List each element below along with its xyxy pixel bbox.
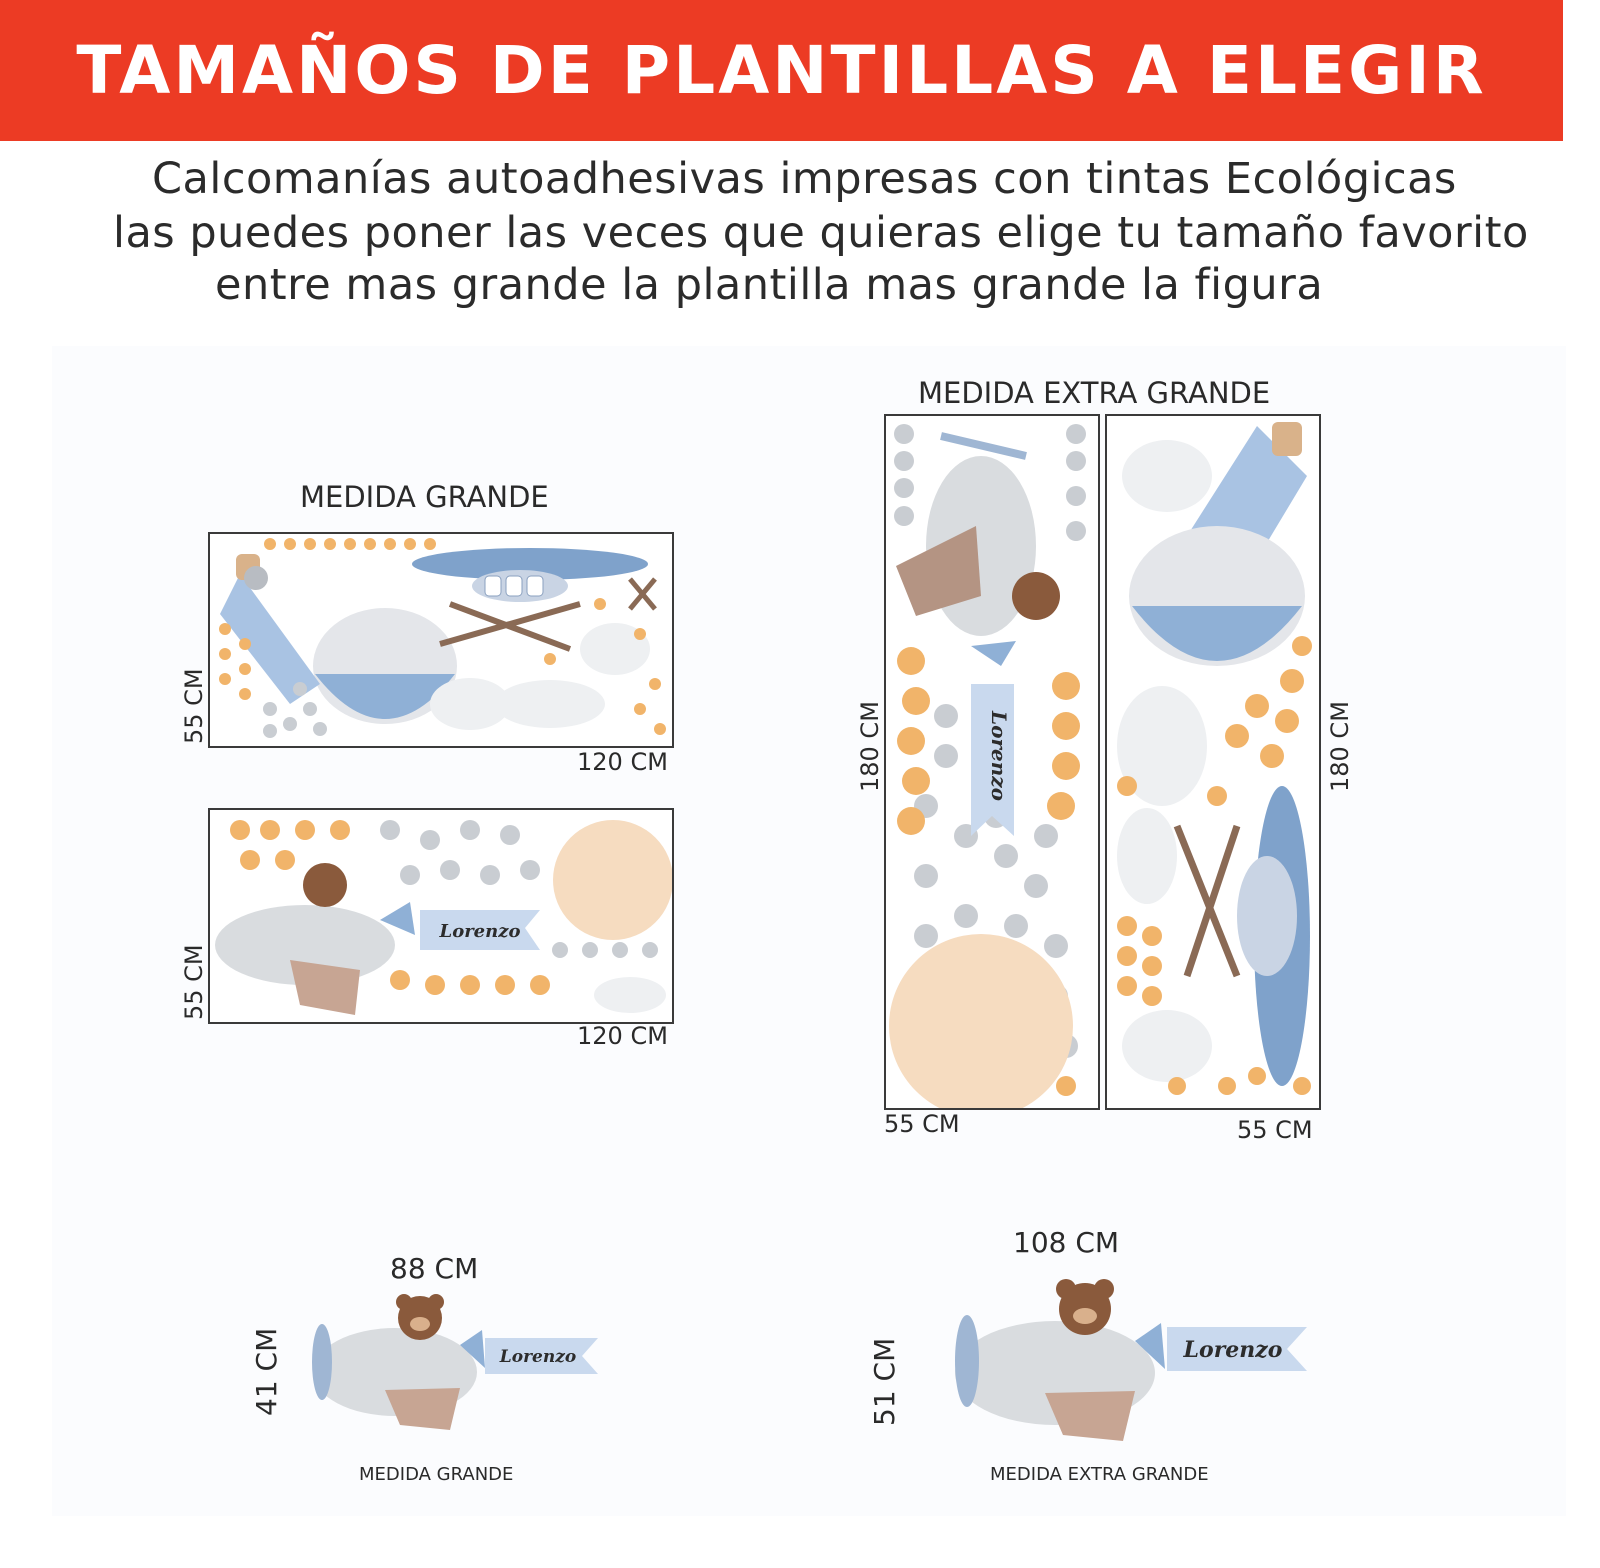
extra-grande-sheet-2-art xyxy=(1117,422,1312,1095)
extra-grande-sheet-1-banner-name: Lorenzo xyxy=(987,710,1011,801)
extra-grande-sheet-2-height: 180 CM xyxy=(1326,701,1354,792)
header-banner xyxy=(0,0,1563,141)
grande-sheet-1-art xyxy=(219,538,666,738)
grande-sheet-1 xyxy=(208,532,674,748)
grande-title: MEDIDA GRANDE xyxy=(300,480,549,514)
grande-sheet-2: Lorenzo xyxy=(208,808,674,1024)
grande-sheet-2-banner-name: Lorenzo xyxy=(439,921,521,942)
figure-grande-caption: MEDIDA GRANDE xyxy=(359,1464,514,1485)
grande-sheet-1-width: 120 CM xyxy=(577,748,668,776)
figure-extra-grande-plane: Lorenzo xyxy=(955,1279,1307,1441)
extra-grande-sheet-2 xyxy=(1105,414,1321,1110)
grande-sheet-1-height: 55 CM xyxy=(180,668,208,744)
figure-grande-width: 88 CM xyxy=(390,1252,479,1285)
extra-grande-title: MEDIDA EXTRA GRANDE xyxy=(918,376,1271,410)
grande-sheet-2-height: 55 CM xyxy=(180,944,208,1020)
extra-grande-sheet-1-width: 55 CM xyxy=(884,1110,960,1138)
figure-extra-grande-width: 108 CM xyxy=(1013,1226,1120,1259)
extra-grande-sheet-1-art: Lorenzo xyxy=(889,424,1086,1108)
extra-grande-sheet-1-height: 180 CM xyxy=(856,701,884,792)
figure-extra-grande-banner-name: Lorenzo xyxy=(1183,1337,1283,1363)
grande-sheet-2-art: Lorenzo xyxy=(215,820,672,1015)
grande-sheet-2-width: 120 CM xyxy=(577,1022,668,1050)
subtitle-line-1: Calcomanías autoadhesivas impresas con t… xyxy=(152,154,1457,204)
subtitle-line-2: las puedes poner las veces que quieras e… xyxy=(113,208,1529,258)
subtitle-line-3: entre mas grande la plantilla mas grande… xyxy=(215,260,1324,310)
figure-grande-plane: Lorenzo xyxy=(312,1294,598,1430)
extra-grande-sheet-1: Lorenzo xyxy=(884,414,1100,1110)
extra-grande-sheet-2-width: 55 CM xyxy=(1237,1116,1313,1144)
figure-grande-banner-name: Lorenzo xyxy=(499,1347,576,1367)
figure-extra-grande-height: 51 CM xyxy=(868,1337,901,1426)
figure-grande-height: 41 CM xyxy=(250,1327,283,1416)
page-title: TAMAÑOS DE PLANTILLAS A ELEGIR xyxy=(76,32,1487,109)
figure-extra-grande-caption: MEDIDA EXTRA GRANDE xyxy=(990,1464,1209,1485)
